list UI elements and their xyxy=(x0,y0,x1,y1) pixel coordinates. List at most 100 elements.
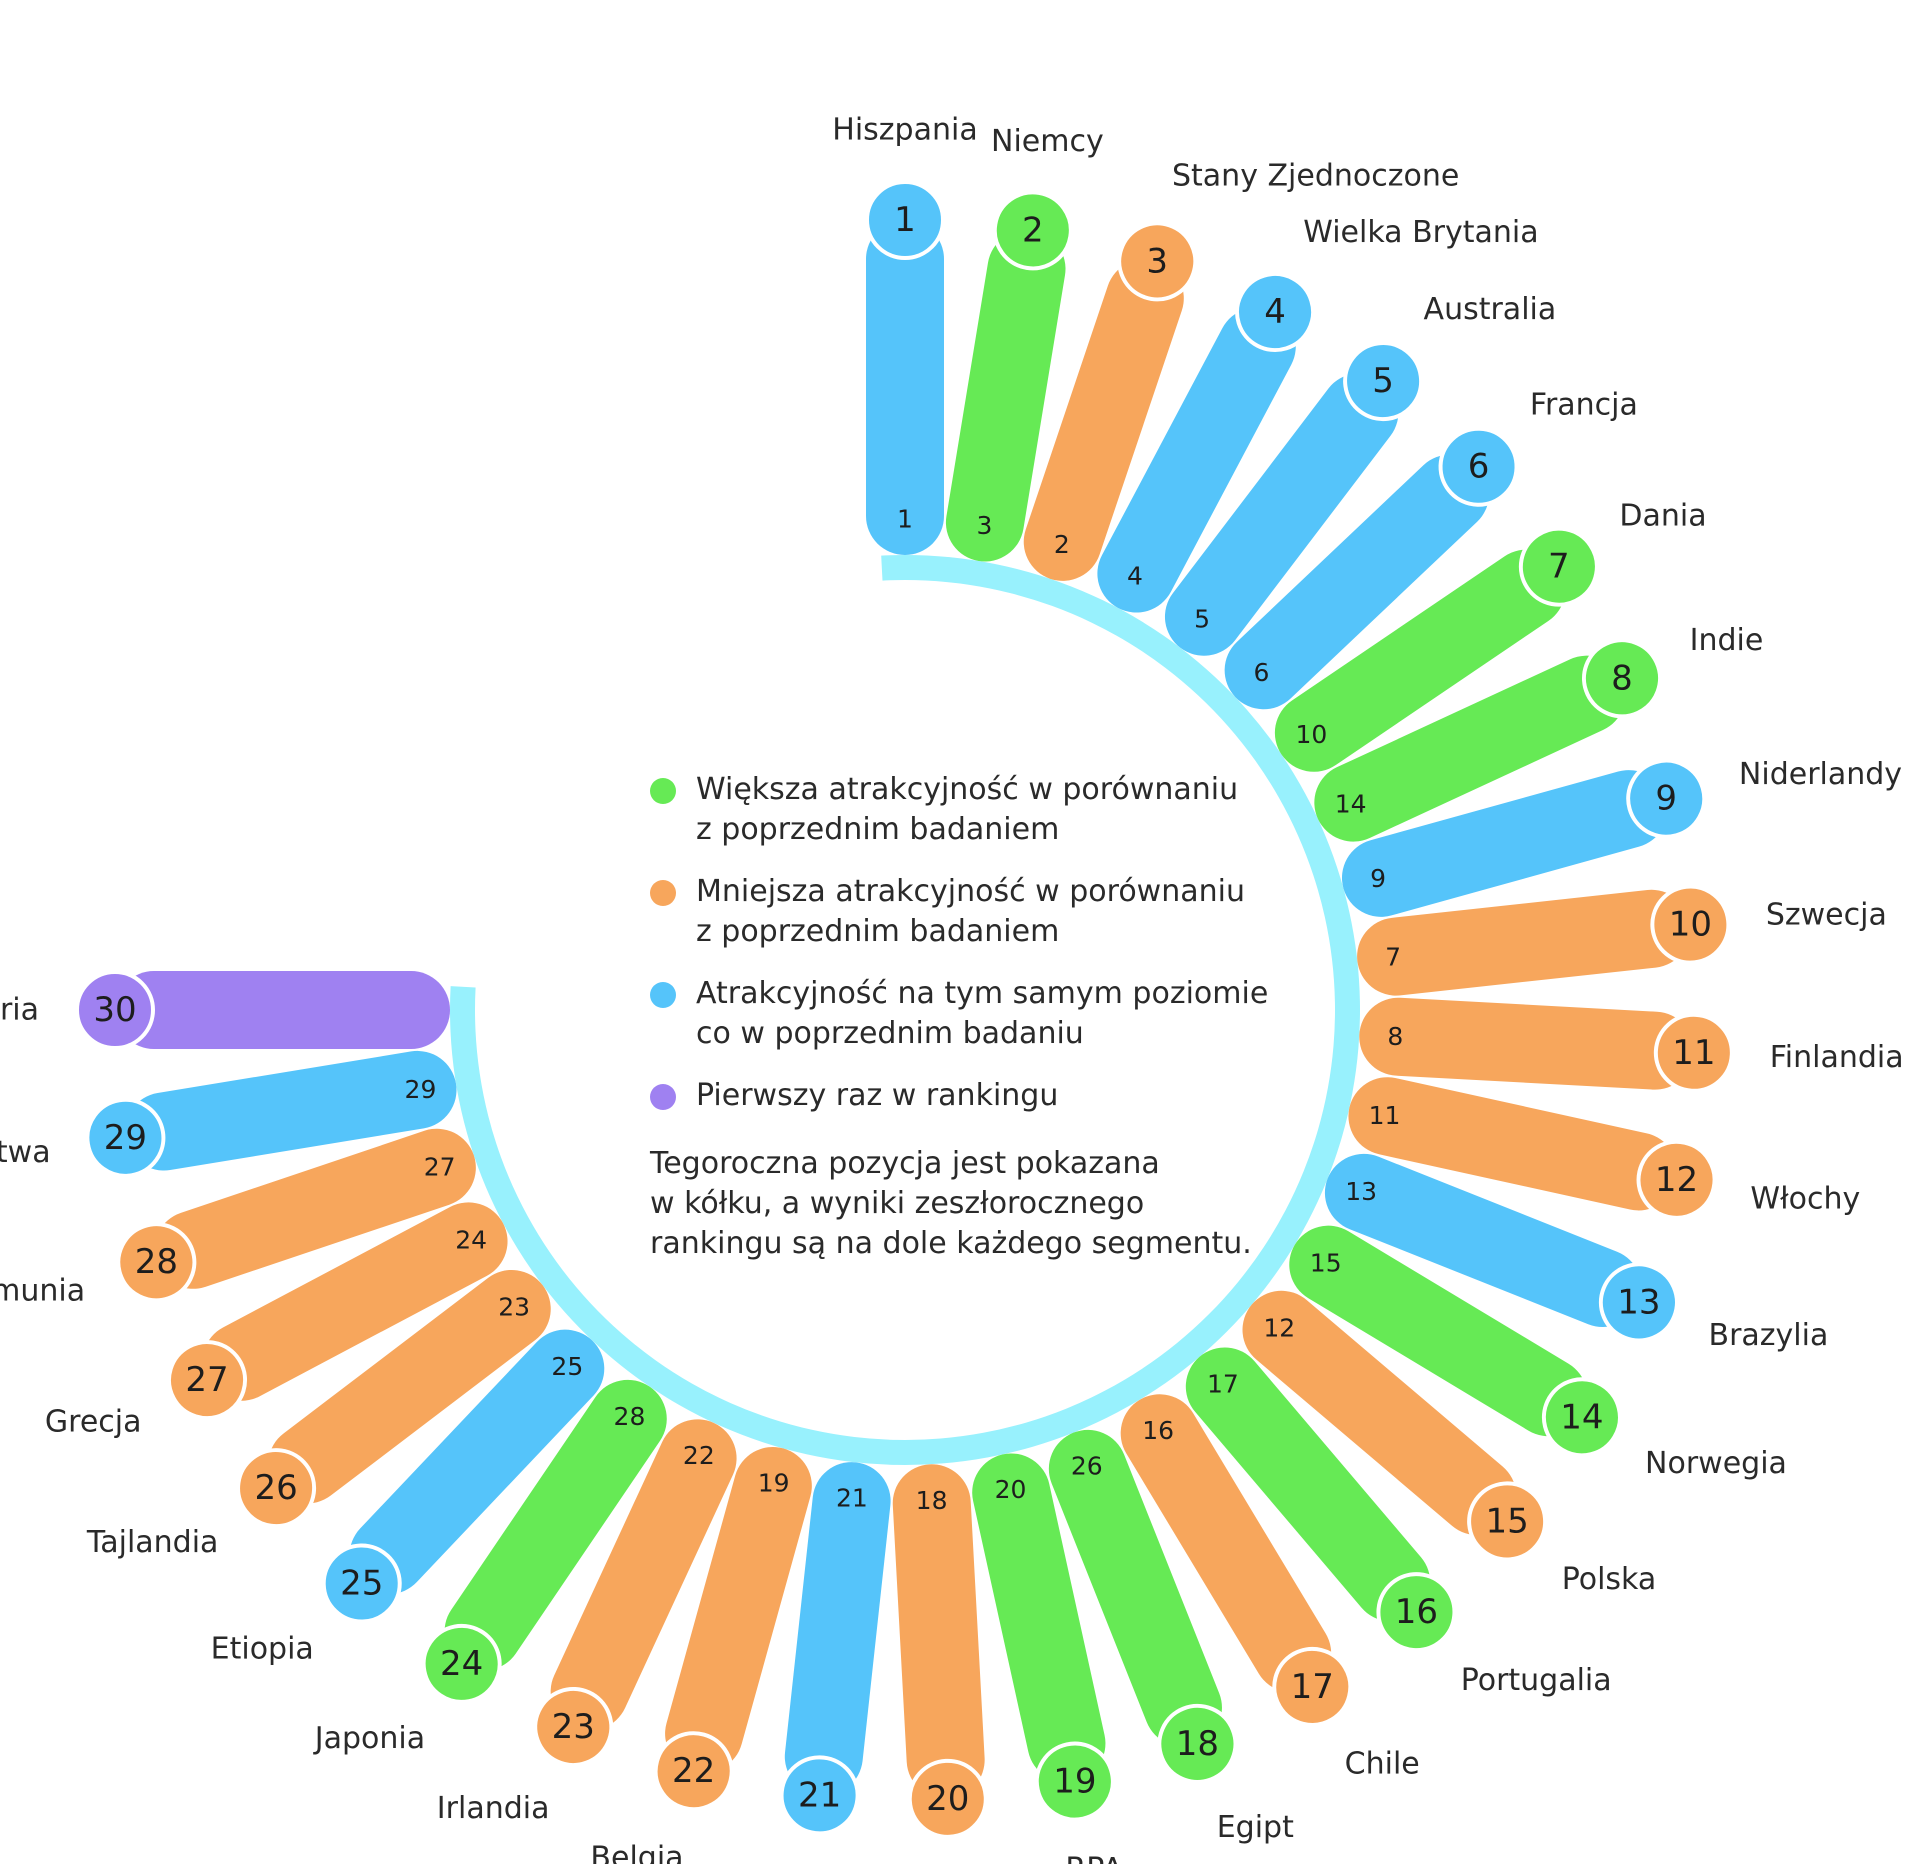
segment-bar xyxy=(972,1453,1106,1783)
segment-bar xyxy=(1048,1429,1222,1747)
country-label: Polska xyxy=(1562,1562,1657,1597)
segment-13 xyxy=(1324,1153,1679,1343)
rank-circle xyxy=(865,180,945,260)
legend-dot-better-icon xyxy=(650,778,676,804)
segment-6 xyxy=(1224,426,1519,710)
segment-25 xyxy=(321,1329,605,1624)
country-label: Indie xyxy=(1690,623,1764,658)
segment-8 xyxy=(1314,638,1662,842)
current-rank: 5 xyxy=(1372,361,1394,401)
segment-bar xyxy=(1289,1225,1588,1437)
rank-circle xyxy=(1518,526,1599,607)
current-rank: 12 xyxy=(1655,1160,1698,1200)
segment-19 xyxy=(972,1453,1115,1822)
legend-item-same: Atrakcyjność na tym samym poziomie co w … xyxy=(650,974,1290,1054)
rank-circle xyxy=(1467,1481,1548,1562)
segment-bar xyxy=(1185,1347,1431,1622)
previous-rank: 1 xyxy=(897,505,913,534)
country-label: Hiszpania xyxy=(832,113,977,148)
previous-rank: 19 xyxy=(758,1469,790,1498)
country-label: Australia xyxy=(1424,292,1557,327)
segment-bar xyxy=(1314,655,1626,842)
segment-bar xyxy=(202,1202,508,1401)
previous-rank: 7 xyxy=(1385,942,1401,971)
country-label: Grecja xyxy=(45,1405,142,1440)
previous-rank: 18 xyxy=(916,1486,948,1515)
segment-bar xyxy=(1120,1394,1332,1693)
rank-circle xyxy=(992,190,1073,271)
segment-14 xyxy=(1289,1225,1622,1458)
segment-bar xyxy=(1224,454,1490,710)
previous-rank: 25 xyxy=(551,1352,583,1381)
segment-bar xyxy=(1097,307,1296,613)
rank-circle xyxy=(1581,638,1662,719)
segment-24 xyxy=(421,1379,667,1704)
rank-circle xyxy=(1650,884,1731,965)
segment-bar xyxy=(1324,1153,1642,1327)
previous-rank: 22 xyxy=(683,1441,715,1470)
current-rank: 27 xyxy=(185,1360,228,1400)
previous-rank: 6 xyxy=(1254,658,1270,687)
current-rank: 6 xyxy=(1468,447,1490,487)
country-label: Litwa xyxy=(0,1135,51,1170)
segment-2 xyxy=(945,190,1073,562)
segment-bar xyxy=(268,1269,551,1504)
segment-bar xyxy=(1242,1290,1517,1536)
segment-11 xyxy=(1359,997,1734,1093)
segment-bar xyxy=(1274,549,1566,772)
segment-bar xyxy=(550,1419,737,1731)
segment-30 xyxy=(75,970,450,1050)
segment-3 xyxy=(1023,221,1198,581)
segments xyxy=(75,180,1734,1839)
segment-bar xyxy=(154,1128,476,1289)
legend-dot-worse-icon xyxy=(650,880,676,906)
previous-rank: 13 xyxy=(1345,1177,1377,1206)
legend-label: Atrakcyjność na tym samym poziomie co w … xyxy=(696,976,1269,1051)
current-rank: 2 xyxy=(1022,210,1044,250)
segment-bar xyxy=(1164,373,1399,656)
previous-rank: 3 xyxy=(976,511,992,540)
rank-circle xyxy=(1626,758,1707,839)
segment-17 xyxy=(1120,1394,1353,1727)
current-rank: 7 xyxy=(1548,547,1570,587)
current-rank: 23 xyxy=(552,1707,595,1747)
rank-circle xyxy=(1343,341,1424,422)
legend-item-worse: Mniejsza atrakcyjność w porównaniu z pop… xyxy=(650,872,1290,952)
rank-circle xyxy=(236,1448,317,1529)
previous-rank: 12 xyxy=(1263,1313,1295,1342)
segment-bar xyxy=(1359,997,1694,1090)
previous-rank: 10 xyxy=(1295,720,1327,749)
previous-rank: 4 xyxy=(1127,562,1143,591)
country-label: Wielka Brytania xyxy=(1303,215,1538,250)
segment-bar xyxy=(892,1464,985,1799)
segment-7 xyxy=(1274,526,1599,772)
previous-rank: 26 xyxy=(1071,1452,1103,1481)
previous-rank: 16 xyxy=(1142,1416,1174,1445)
current-rank: 18 xyxy=(1176,1724,1219,1764)
segment-bar xyxy=(665,1446,812,1773)
rank-circle xyxy=(85,1097,166,1178)
country-label: Brazylia xyxy=(1708,1318,1828,1353)
previous-rank: 14 xyxy=(1335,789,1367,818)
segment-29 xyxy=(85,1050,457,1178)
current-rank: 26 xyxy=(254,1468,297,1508)
previous-rank: 24 xyxy=(455,1225,487,1254)
country-label: Japonia xyxy=(313,1721,425,1756)
segment-bar xyxy=(115,971,450,1049)
segment-4 xyxy=(1097,272,1316,613)
previous-rank: 15 xyxy=(1310,1249,1342,1278)
segment-1 xyxy=(865,180,945,555)
rank-circle xyxy=(116,1222,197,1303)
country-label: Rumunia xyxy=(0,1273,85,1308)
rank-circle xyxy=(1376,1572,1457,1653)
previous-rank: 11 xyxy=(1369,1101,1401,1130)
previous-rank: 17 xyxy=(1207,1370,1239,1399)
rank-circle xyxy=(321,1543,402,1624)
rank-circle xyxy=(1541,1377,1622,1458)
country-label: Finlandia xyxy=(1770,1040,1904,1075)
legend-label: Mniejsza atrakcyjność w porównaniu z pop… xyxy=(696,874,1245,949)
rank-circle xyxy=(1636,1139,1717,1220)
country-label: Egipt xyxy=(1217,1810,1294,1845)
